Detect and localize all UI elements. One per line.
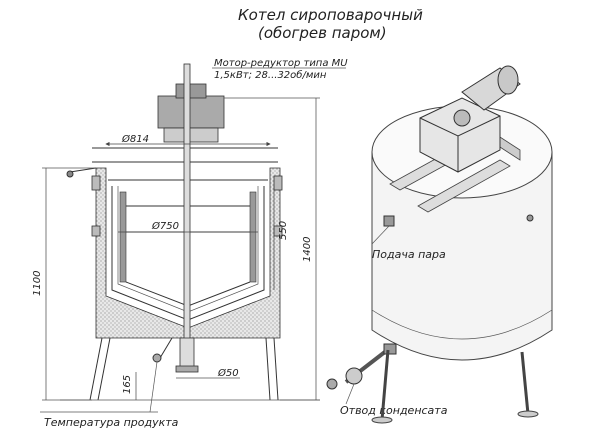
motor-end (497, 65, 519, 95)
condensate-leader (345, 383, 355, 405)
tank-body (371, 152, 553, 361)
leg-right (265, 337, 271, 401)
condensate-valve (345, 367, 363, 385)
temp-leader (149, 361, 158, 413)
dim-50: Ø50 (217, 367, 239, 379)
motor-label-line2: 1,5кВт; 28...32об/мин (214, 69, 327, 81)
temperature-sensor (152, 353, 162, 363)
shaft (183, 63, 191, 355)
handle-knob (66, 170, 74, 178)
iso-foot-right (517, 410, 539, 418)
fitting-right-top (273, 175, 283, 191)
label-product-temperature: Температура продукта (44, 416, 179, 429)
drain-pipe (159, 337, 173, 359)
steam-leader (371, 225, 390, 245)
fitting-left-top (91, 175, 101, 191)
iso-foot-left (371, 416, 393, 424)
section-view: Ø814 Ø750 550 1400 1100 165 Ø50 Температ… (32, 63, 320, 429)
isometric-view: Подача пара Отвод конденсата (326, 65, 553, 424)
dim-1100: 1100 (32, 271, 43, 296)
dim-1400: 1400 (302, 237, 313, 262)
iso-leg-right (520, 351, 530, 415)
dim-550: 550 (278, 221, 289, 240)
label-steam-supply: Подача пара (372, 248, 446, 261)
fitting-left-mid (91, 225, 101, 237)
motor-label-line1: Мотор-редуктор типа MU (214, 58, 348, 69)
outlet-flange (175, 365, 199, 373)
condensate-handle (326, 378, 338, 390)
title-line2: (обогрев паром) (258, 24, 387, 42)
condensate-fitting (383, 343, 397, 355)
leg-right-2 (273, 337, 279, 401)
leg-left (89, 337, 103, 401)
paddle-left (119, 191, 127, 283)
dim-165: 165 (122, 375, 133, 394)
paddle-right (249, 191, 257, 283)
drive-flange (163, 127, 219, 143)
title-line1: Котел сироповарочный (238, 6, 423, 24)
drive-cap (175, 83, 207, 99)
iso-leg-left (380, 349, 390, 421)
dim-750: Ø750 (151, 220, 179, 232)
drive-block (157, 95, 225, 129)
dim-814: Ø814 (121, 133, 149, 145)
frame-rail-2 (417, 159, 511, 213)
gearbox-output (453, 109, 471, 127)
handle-pipe (69, 167, 97, 173)
bottom-outlet (179, 337, 195, 369)
leg-left-2 (97, 337, 111, 401)
tank-seam (371, 309, 553, 340)
top-fitting (526, 214, 534, 222)
label-condensate-outlet: Отвод конденсата (340, 404, 448, 417)
steam-inlet-fitting (383, 215, 395, 227)
